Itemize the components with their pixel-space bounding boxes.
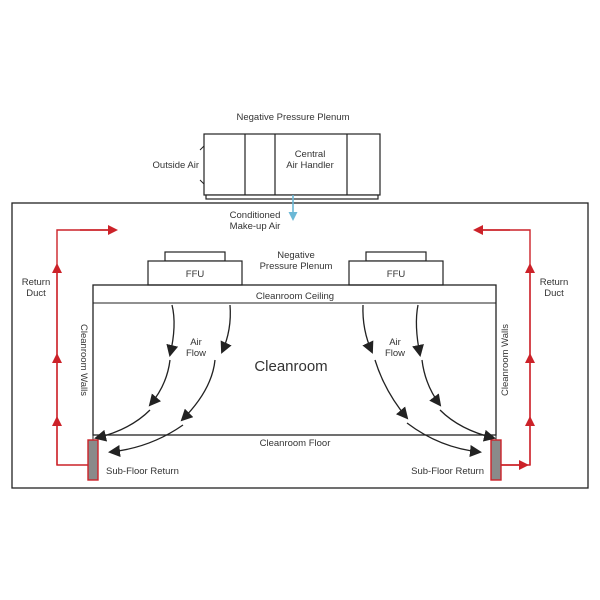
sub-floor-return-left-grille (87, 439, 99, 481)
return-duct-left-label-line1: Return (22, 277, 51, 288)
cleanroom-label: Cleanroom (254, 358, 327, 375)
return-duct-right (473, 225, 535, 470)
sub-floor-return-right-grille (490, 439, 502, 481)
ffu-left-unit (147, 251, 243, 286)
air-handler-label-line2: Air Handler (286, 160, 334, 171)
conditioned-air-label-line2: Make-up Air (230, 221, 281, 232)
ffu-left-label: FFU (186, 269, 205, 280)
central-air-handler (199, 133, 381, 200)
return-duct-right-label-line2: Duct (544, 288, 564, 299)
sub-floor-return-left-label: Sub-Floor Return (106, 466, 179, 477)
air-flow-left-label-line2: Flow (186, 348, 206, 359)
return-duct-left-label-line2: Duct (26, 288, 46, 299)
ffu-right-label: FFU (387, 269, 406, 280)
conditioned-air-label-line1: Conditioned (230, 210, 281, 221)
building-outline (11, 202, 589, 489)
return-duct-left (52, 225, 118, 466)
air-handler-label-line1: Central (295, 149, 326, 160)
air-flow-arrows-left (94, 304, 232, 457)
negative-pressure-plenum-top-label: Negative Pressure Plenum (237, 112, 350, 123)
outside-air-label: Outside Air (153, 160, 199, 171)
sub-floor-return-right-label: Sub-Floor Return (411, 466, 484, 477)
cleanroom-floor-label: Cleanroom Floor (260, 438, 331, 449)
air-flow-right-label-line2: Flow (385, 348, 405, 359)
cleanroom-walls-left-label: Cleanroom Walls (78, 324, 89, 396)
cleanroom-walls-right-label: Cleanroom Walls (500, 324, 511, 396)
ffu-right-unit (348, 251, 444, 286)
air-flow-arrows-right (362, 304, 496, 457)
negative-pressure-plenum-mid-label-line1: Negative (277, 250, 315, 261)
air-flow-left-label-line1: Air (190, 337, 202, 348)
cleanroom-ceiling-label: Cleanroom Ceiling (256, 291, 334, 302)
negative-pressure-plenum-mid-label-line2: Pressure Plenum (260, 261, 333, 272)
cleanroom-box (92, 284, 497, 436)
return-duct-right-label-line1: Return (540, 277, 569, 288)
air-flow-right-label-line1: Air (389, 337, 401, 348)
